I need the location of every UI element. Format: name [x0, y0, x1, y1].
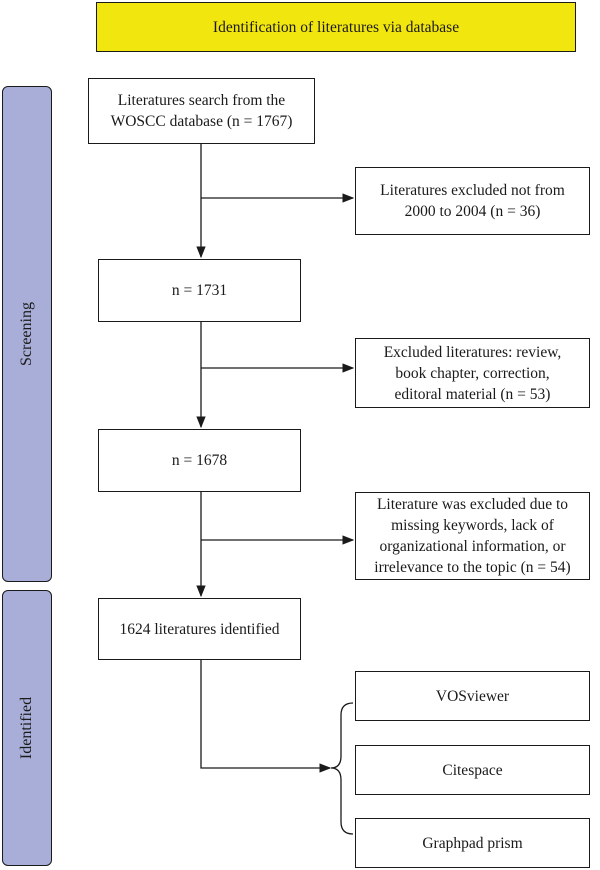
search-line-1: Literatures search from the [117, 92, 286, 109]
tool-box-graphpad: Graphpad prism [355, 818, 590, 868]
search-box: Literatures search from the WOSCC databa… [88, 78, 315, 144]
count-box-1731: n = 1731 [98, 259, 301, 322]
count-1731: n = 1731 [171, 282, 228, 299]
identified-count: 1624 literatures identified [119, 620, 280, 638]
exclusion-3-line-4: irrelevance to the topic (n = 54) [374, 559, 571, 576]
exclusion-box-3: Literature was excluded due to missing k… [355, 492, 590, 580]
exclusion-2-line-2: book chapter, correction, [395, 364, 550, 382]
tool-box-vosviewer: VOSviewer [355, 671, 590, 721]
tool-citespace: Citespace [442, 761, 503, 779]
exclusion-box-2: Excluded literatures: review, book chapt… [355, 338, 590, 408]
diagram-title-box: Identification of literatures via databa… [96, 2, 576, 52]
tool-graphpad: Graphpad prism [422, 834, 523, 852]
search-line-2: WOSCC database (n = 1767) [110, 113, 293, 130]
exclusion-box-1: Literatures excluded not from 2000 to 20… [355, 167, 590, 235]
identified-box: 1624 literatures identified [98, 598, 301, 660]
count-box-1678: n = 1678 [98, 429, 301, 492]
tools-connector [200, 660, 332, 773]
exclusion-2-line-1: Excluded literatures: review, [383, 343, 562, 361]
exclusion-3-line-3: organizational information, or [379, 538, 566, 555]
exclusion-1-line-2: 2000 to 2004 (n = 36) [404, 203, 541, 220]
diagram-title: Identification of literatures via databa… [212, 18, 460, 36]
count-1678: n = 1678 [171, 452, 228, 469]
exclusion-2-line-3: editoral material (n = 53) [394, 385, 551, 403]
exclusion-3-line-1: Literature was excluded due to [376, 496, 569, 513]
exclusion-1-line-1: Literatures excluded not from [380, 182, 565, 199]
tools-brace [330, 702, 354, 835]
screening-phase-bar: Screening [2, 86, 52, 582]
tool-box-citespace: Citespace [355, 745, 590, 795]
exclusion-3-line-2: missing keywords, lack of [391, 517, 554, 534]
tool-vosviewer: VOSviewer [435, 687, 510, 705]
identified-phase-bar: Identified [2, 590, 52, 866]
